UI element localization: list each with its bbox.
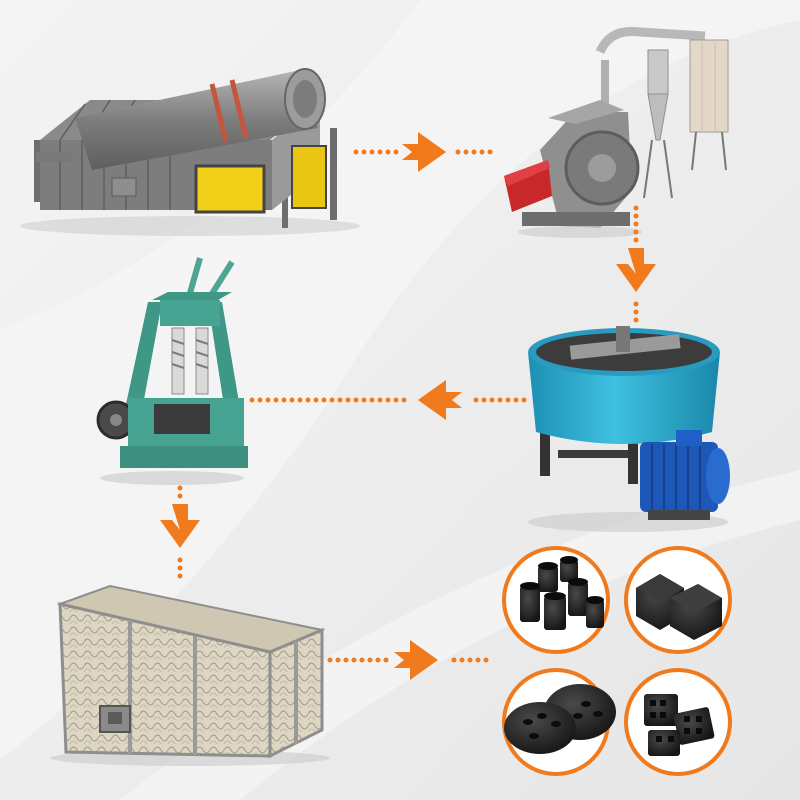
square-cube-briquettes-icon <box>626 548 730 652</box>
square-hole-briquettes-icon <box>626 670 730 774</box>
honeycomb-cylinder-briquettes-icon <box>504 548 608 652</box>
